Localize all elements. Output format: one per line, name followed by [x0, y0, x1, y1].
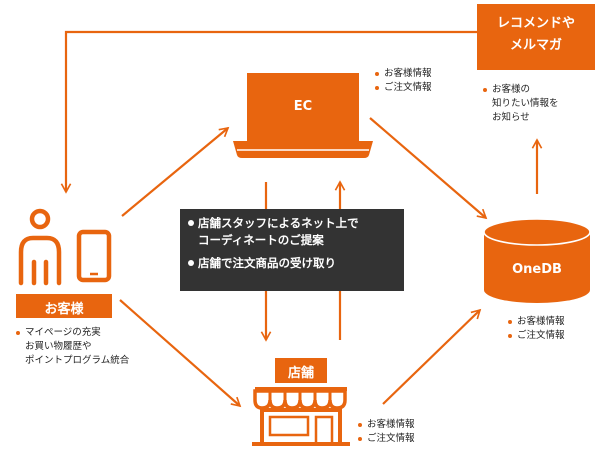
recommend-label-line2: メルマガ	[509, 38, 562, 53]
arrow-recommend-to-customer	[60, 30, 477, 194]
person-icon	[18, 208, 62, 286]
center-item-1: 店舗スタッフによるネット上で コーディネートのご提案	[180, 215, 404, 249]
store-label-box	[275, 358, 327, 383]
center-item-2: 店舗で注文商品の受け取り	[180, 255, 404, 272]
store-label: 店舗	[287, 366, 314, 381]
store-notes: お客様情報 ご注文情報	[358, 418, 415, 446]
customer-label-box	[16, 294, 112, 318]
laptop-icon	[233, 73, 373, 158]
center-item-1-line1: 店舗スタッフによるネット上で	[198, 216, 359, 230]
customer-note-line2: お買い物履歴や	[25, 341, 92, 352]
ec-notes: お客様情報 ご注文情報	[375, 67, 432, 95]
storefront-icon	[252, 387, 350, 446]
smartphone-icon	[76, 229, 112, 283]
customer-label: お客様	[44, 302, 84, 317]
center-info-box: 店舗スタッフによるネット上で コーディネートのご提案 店舗で注文商品の受け取り	[180, 209, 404, 291]
ec-note-order-info: ご注文情報	[375, 81, 432, 95]
recommend-note-line1: お客様の	[483, 83, 559, 97]
ec-label: EC	[293, 99, 313, 114]
onedb-note-customer-info: お客様情報	[508, 315, 565, 329]
onedb-label: OneDB	[512, 262, 562, 277]
customer-notes: マイページの充実 お買い物履歴や ポイントプログラム統合	[16, 326, 129, 368]
onedb-notes: お客様情報 ご注文情報	[508, 315, 565, 343]
arrow-store-to-onedb	[382, 308, 482, 405]
customer-note-line1: マイページの充実	[16, 326, 129, 340]
recommend-note-line2: 知りたい情報を	[492, 98, 559, 109]
center-item-1-line2: コーディネートのご提案	[198, 233, 324, 247]
recommend-note-line3: お知らせ	[492, 112, 530, 123]
onedb-note-order-info: ご注文情報	[508, 329, 565, 343]
recommend-label: レコメンドや メルマガ	[477, 13, 595, 57]
arrow-customer-to-store	[119, 299, 242, 408]
arrow-customer-to-ec	[121, 126, 230, 217]
store-note-customer-info: お客様情報	[358, 418, 415, 432]
ec-note-customer-info: お客様情報	[375, 67, 432, 81]
arrow-ec-to-onedb	[369, 117, 488, 220]
store-note-order-info: ご注文情報	[358, 432, 415, 446]
customer-note-line3: ポイントプログラム統合	[25, 355, 130, 366]
database-icon	[483, 218, 591, 303]
recommend-notes: お客様の 知りたい情報を お知らせ	[483, 83, 559, 125]
recommend-label-line1: レコメンドや	[496, 16, 575, 31]
recommend-box	[477, 4, 595, 70]
